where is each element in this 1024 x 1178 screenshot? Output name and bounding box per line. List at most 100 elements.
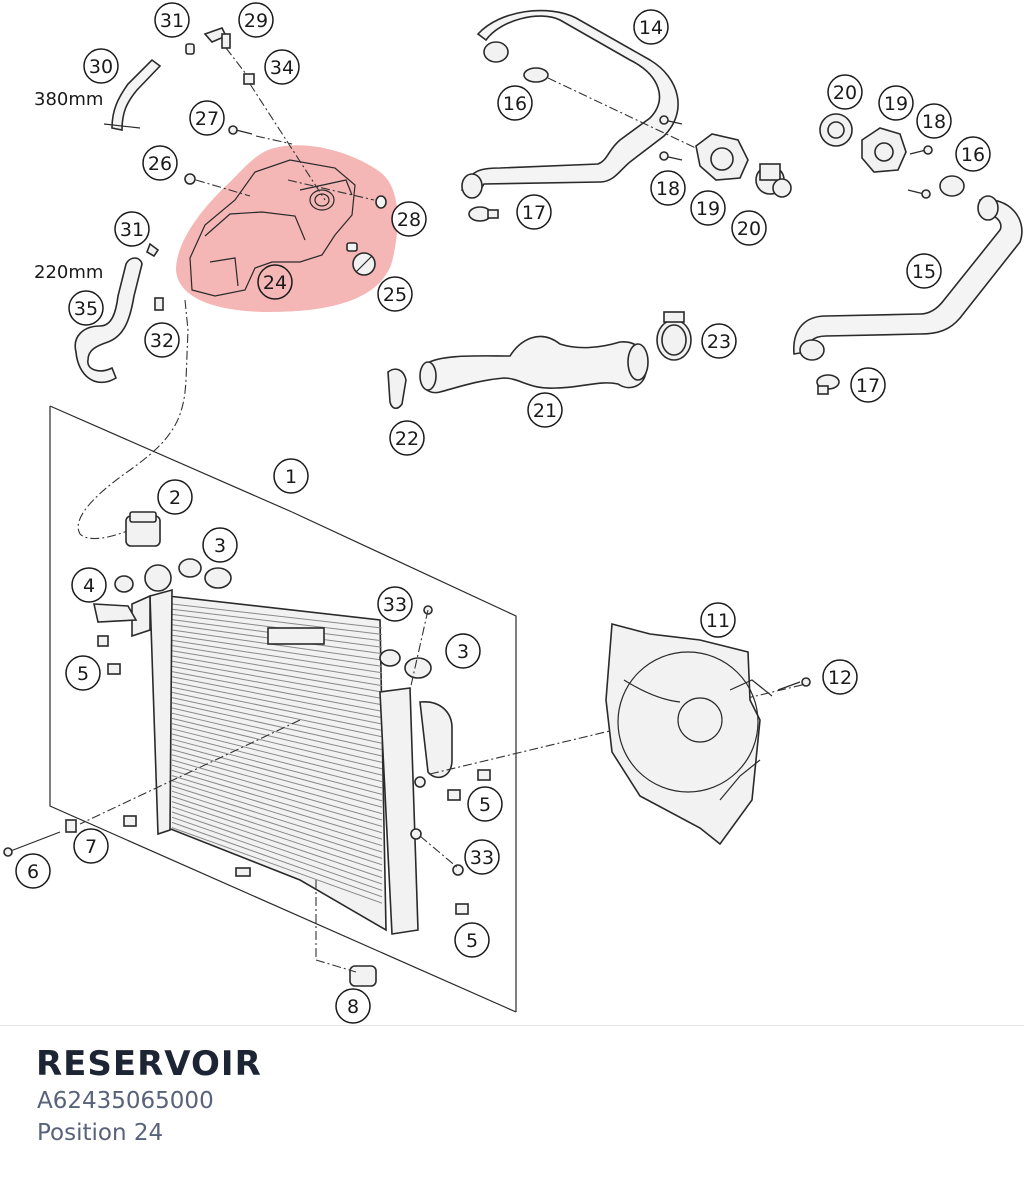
radiator-fin [171, 707, 383, 757]
callout-circle [264, 49, 300, 85]
callout-c29[interactable]: 29 [238, 2, 274, 38]
callout-number: 21 [533, 400, 557, 422]
callout-c5c[interactable]: 5 [454, 922, 490, 958]
callout-c15[interactable]: 15 [906, 253, 942, 289]
part-name: RESERVOIR [36, 1044, 262, 1084]
radiator-fin [171, 775, 383, 840]
callout-c22[interactable]: 22 [389, 420, 425, 456]
callout-c21[interactable]: 21 [527, 392, 563, 428]
callout-c11[interactable]: 11 [700, 602, 736, 638]
callout-c33b[interactable]: 33 [464, 839, 500, 875]
callout-number: 32 [150, 330, 174, 352]
callout-c23[interactable]: 23 [701, 323, 737, 359]
callout-circle [202, 527, 238, 563]
callout-circle [955, 136, 991, 172]
callout-circle [257, 264, 293, 300]
radiator-fin [171, 665, 383, 706]
callout-c17a[interactable]: 17 [516, 194, 552, 230]
callout-c3a[interactable]: 3 [202, 527, 238, 563]
filler-cap [125, 511, 161, 547]
callout-number: 3 [457, 641, 469, 663]
axis-line [547, 77, 701, 151]
callout-number: 16 [503, 93, 527, 115]
callout-number: 19 [884, 93, 908, 115]
reservoir-hose [74, 242, 189, 540]
callout-number: 35 [74, 298, 98, 320]
callout-number: 30 [89, 56, 113, 78]
callout-circle [906, 253, 942, 289]
callout-number: 23 [707, 331, 731, 353]
callout-c27[interactable]: 27 [189, 100, 225, 136]
callout-number: 27 [195, 108, 219, 130]
callout-circle [65, 655, 101, 691]
radiator-fin [171, 723, 383, 776]
callout-c31a[interactable]: 31 [154, 2, 190, 38]
radiator-fin [171, 816, 383, 891]
callout-c6[interactable]: 6 [15, 853, 51, 889]
callout-c35[interactable]: 35 [68, 290, 104, 326]
callout-c26[interactable]: 26 [142, 145, 178, 181]
callout-c17b[interactable]: 17 [850, 367, 886, 403]
callout-c20a[interactable]: 20 [731, 210, 767, 246]
reservoir-highlight[interactable] [176, 145, 398, 312]
callout-number: 34 [270, 57, 294, 79]
reservoir-cap [346, 242, 376, 276]
callout-c7[interactable]: 7 [73, 828, 109, 864]
radiator-fin [171, 639, 383, 674]
radiator-fin [171, 671, 383, 712]
hose-length-380: 380mm [34, 89, 103, 110]
callout-number: 20 [737, 218, 761, 240]
radiator-fin [171, 764, 383, 827]
callout-number: 6 [27, 861, 39, 883]
callout-number: 5 [466, 930, 478, 952]
callout-c5a[interactable]: 5 [65, 655, 101, 691]
callout-c20b[interactable]: 20 [827, 74, 863, 110]
callout-c8[interactable]: 8 [335, 988, 371, 1024]
callout-c18b[interactable]: 18 [916, 103, 952, 139]
callout-c2[interactable]: 2 [157, 479, 193, 515]
callout-circle [238, 2, 274, 38]
callout-c32[interactable]: 32 [144, 322, 180, 358]
callout-number: 5 [479, 794, 491, 816]
callout-c31b[interactable]: 31 [114, 211, 150, 247]
radiator-fin [171, 645, 383, 680]
callout-c4[interactable]: 4 [71, 567, 107, 603]
callout-c19a[interactable]: 19 [690, 190, 726, 226]
callout-number: 25 [383, 284, 407, 306]
callout-c12[interactable]: 12 [822, 659, 858, 695]
callout-c28[interactable]: 28 [391, 201, 427, 237]
callout-c34[interactable]: 34 [264, 49, 300, 85]
callout-c33a[interactable]: 33 [377, 586, 413, 622]
callout-c5b[interactable]: 5 [467, 786, 503, 822]
callout-circle [878, 85, 914, 121]
radiator-fin [171, 821, 383, 898]
radiator-fin [171, 608, 383, 635]
callout-circle [445, 633, 481, 669]
callout-c14[interactable]: 14 [633, 9, 669, 45]
callout-circle [15, 853, 51, 889]
callout-number: 17 [522, 202, 546, 224]
callout-number: 15 [912, 261, 936, 283]
callout-number: 12 [828, 667, 852, 689]
callout-c16a[interactable]: 16 [497, 85, 533, 121]
callout-c18a[interactable]: 18 [650, 170, 686, 206]
callout-c25[interactable]: 25 [377, 276, 413, 312]
callout-circle [850, 367, 886, 403]
callout-c30[interactable]: 30 [83, 48, 119, 84]
callout-c1[interactable]: 1 [273, 458, 309, 494]
callout-c24[interactable]: 24 [257, 264, 293, 300]
callout-circle [389, 420, 425, 456]
radiator-fin [171, 790, 383, 859]
radiator-fin [171, 681, 383, 725]
callout-circle [467, 786, 503, 822]
callout-c19b[interactable]: 19 [878, 85, 914, 121]
callout-circle [142, 145, 178, 181]
callout-circle [391, 201, 427, 237]
callout-c16b[interactable]: 16 [955, 136, 991, 172]
radiator-fin [171, 754, 383, 815]
callout-number: 2 [169, 487, 181, 509]
radiator-fin [171, 785, 383, 853]
callout-c3b[interactable]: 3 [445, 633, 481, 669]
callout-number: 18 [656, 178, 680, 200]
callout-number: 22 [395, 428, 419, 450]
